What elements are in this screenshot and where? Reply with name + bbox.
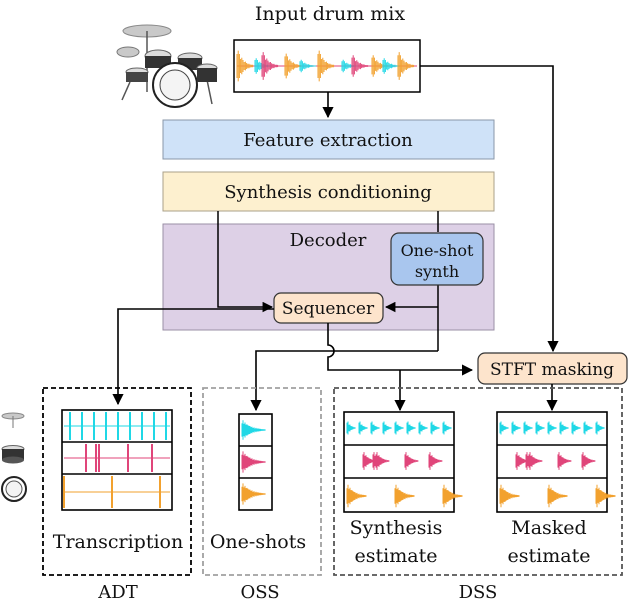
waveform-burst xyxy=(499,421,509,435)
masked-estimate-label-1: Masked xyxy=(511,517,586,539)
dss-group-frame xyxy=(333,387,623,576)
synthesis-conditioning-label: Synthesis conditioning xyxy=(224,182,432,203)
waveform-burst xyxy=(571,421,581,435)
one-shot-synth-block xyxy=(390,232,484,286)
waveform-burst xyxy=(535,421,545,435)
one-shots-label: One-shots xyxy=(210,531,306,553)
one-shot-synth-label-1: One-shot xyxy=(401,241,474,260)
waveform-burst xyxy=(595,421,605,435)
arrow-sequencer-to-adt xyxy=(112,308,274,406)
waveform-burst xyxy=(559,421,569,435)
waveform-burst xyxy=(404,452,419,470)
waveform-burst xyxy=(375,452,390,470)
arrow-sequencer-to-stft xyxy=(327,323,474,376)
waveform-burst xyxy=(547,484,568,508)
transcription-label: Transcription xyxy=(53,531,183,553)
waveform-burst xyxy=(499,484,520,508)
waveform-burst xyxy=(370,421,380,435)
waveform-burst xyxy=(528,452,543,470)
waveform-burst xyxy=(583,421,593,435)
one-shots-display xyxy=(238,413,273,511)
drum-kit-icon xyxy=(116,24,218,108)
waveform-burst xyxy=(430,421,440,435)
synthesis-conditioning-block xyxy=(162,171,495,212)
decoder-label: Decoder xyxy=(290,230,367,251)
waveform-burst xyxy=(382,58,400,74)
waveform-burst xyxy=(511,421,521,435)
waveform-burst xyxy=(284,53,302,79)
waveform-burst xyxy=(241,483,266,505)
waveform-burst xyxy=(241,420,266,440)
waveform-burst xyxy=(241,451,266,473)
diagram-title: Input drum mix xyxy=(255,3,405,25)
one-shot-synth-label-2: synth xyxy=(415,262,459,281)
waveform-burst xyxy=(418,421,428,435)
waveform-burst xyxy=(394,484,415,508)
waveform-burst xyxy=(442,484,463,508)
sequencer-label: Sequencer xyxy=(282,299,375,319)
waveform-burst xyxy=(595,484,616,508)
masked-estimate-display xyxy=(496,411,616,513)
arrow-oneshot-to-oss xyxy=(250,350,438,412)
waveform-burst xyxy=(299,59,317,73)
feature-extraction-label: Feature extraction xyxy=(243,130,413,151)
stft-masking-label: STFT masking xyxy=(490,360,614,380)
waveform-burst xyxy=(547,421,557,435)
waveform-burst xyxy=(397,52,415,80)
waveform-burst xyxy=(236,50,254,82)
adt-group-frame xyxy=(42,387,192,576)
waveform-burst xyxy=(351,55,369,77)
waveform-burst xyxy=(382,421,392,435)
waveform-burst xyxy=(557,452,572,470)
oss-group-label: OSS xyxy=(240,582,279,602)
waveform-burst xyxy=(346,421,356,435)
waveform-burst xyxy=(581,452,596,470)
oss-group-frame xyxy=(202,387,322,576)
synthesis-estimate-display xyxy=(343,411,463,513)
feature-extraction-block xyxy=(162,119,495,160)
adt-group-label: ADT xyxy=(97,582,137,602)
masked-estimate-label-2: estimate xyxy=(508,545,591,567)
snare-icon xyxy=(1,445,25,464)
waveform-burst xyxy=(428,452,443,470)
waveform-burst xyxy=(442,421,452,435)
waveform-burst xyxy=(346,484,367,508)
synthesis-estimate-label-2: estimate xyxy=(355,545,438,567)
waveform-burst xyxy=(261,52,279,80)
waveform-burst xyxy=(358,421,368,435)
waveform-burst xyxy=(394,421,404,435)
synthesis-estimate-label-1: Synthesis xyxy=(350,517,443,539)
arrow-conditioning-to-sequencer xyxy=(217,211,274,313)
input-waveform xyxy=(233,39,421,93)
cymbal-icon xyxy=(1,412,25,428)
transcription-piano-roll xyxy=(61,409,173,511)
kick-drum-icon xyxy=(1,476,27,502)
waveform-burst xyxy=(523,421,533,435)
waveform-burst xyxy=(406,421,416,435)
waveform-burst xyxy=(317,50,335,82)
dss-group-label: DSS xyxy=(459,582,498,602)
arrow-input-to-stft xyxy=(420,65,559,353)
